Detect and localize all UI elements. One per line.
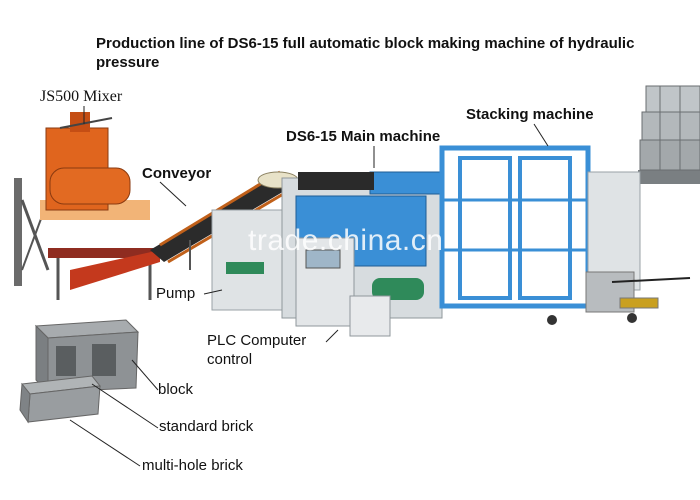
hollow-block-illustration — [34, 319, 140, 394]
label-standard-brick: standard brick — [159, 418, 254, 435]
label-plc-control: PLC Computer control — [207, 332, 307, 368]
label-main-machine: DS6-15 Main machine — [286, 128, 441, 145]
label-multi-hole-brick: multi-hole brick — [142, 457, 243, 474]
stacking-machine-illustration — [439, 145, 691, 325]
stacked-blocks-pallet — [638, 85, 700, 184]
diagram-title: Production line of DS6-15 full automatic… — [96, 35, 635, 71]
standard-brick-illustration — [19, 375, 101, 424]
label-conveyor: Conveyor — [142, 165, 212, 182]
label-mixer: JS500 Mixer — [40, 88, 123, 105]
label-stacking-machine: Stacking machine — [466, 106, 594, 123]
leader-lines — [69, 106, 549, 467]
main-machine-illustration — [211, 171, 443, 337]
label-pump: Pump — [156, 285, 196, 302]
mixer-illustration — [14, 112, 160, 300]
watermark-text: trade.china.cn — [248, 224, 444, 257]
label-block: block — [158, 381, 194, 398]
